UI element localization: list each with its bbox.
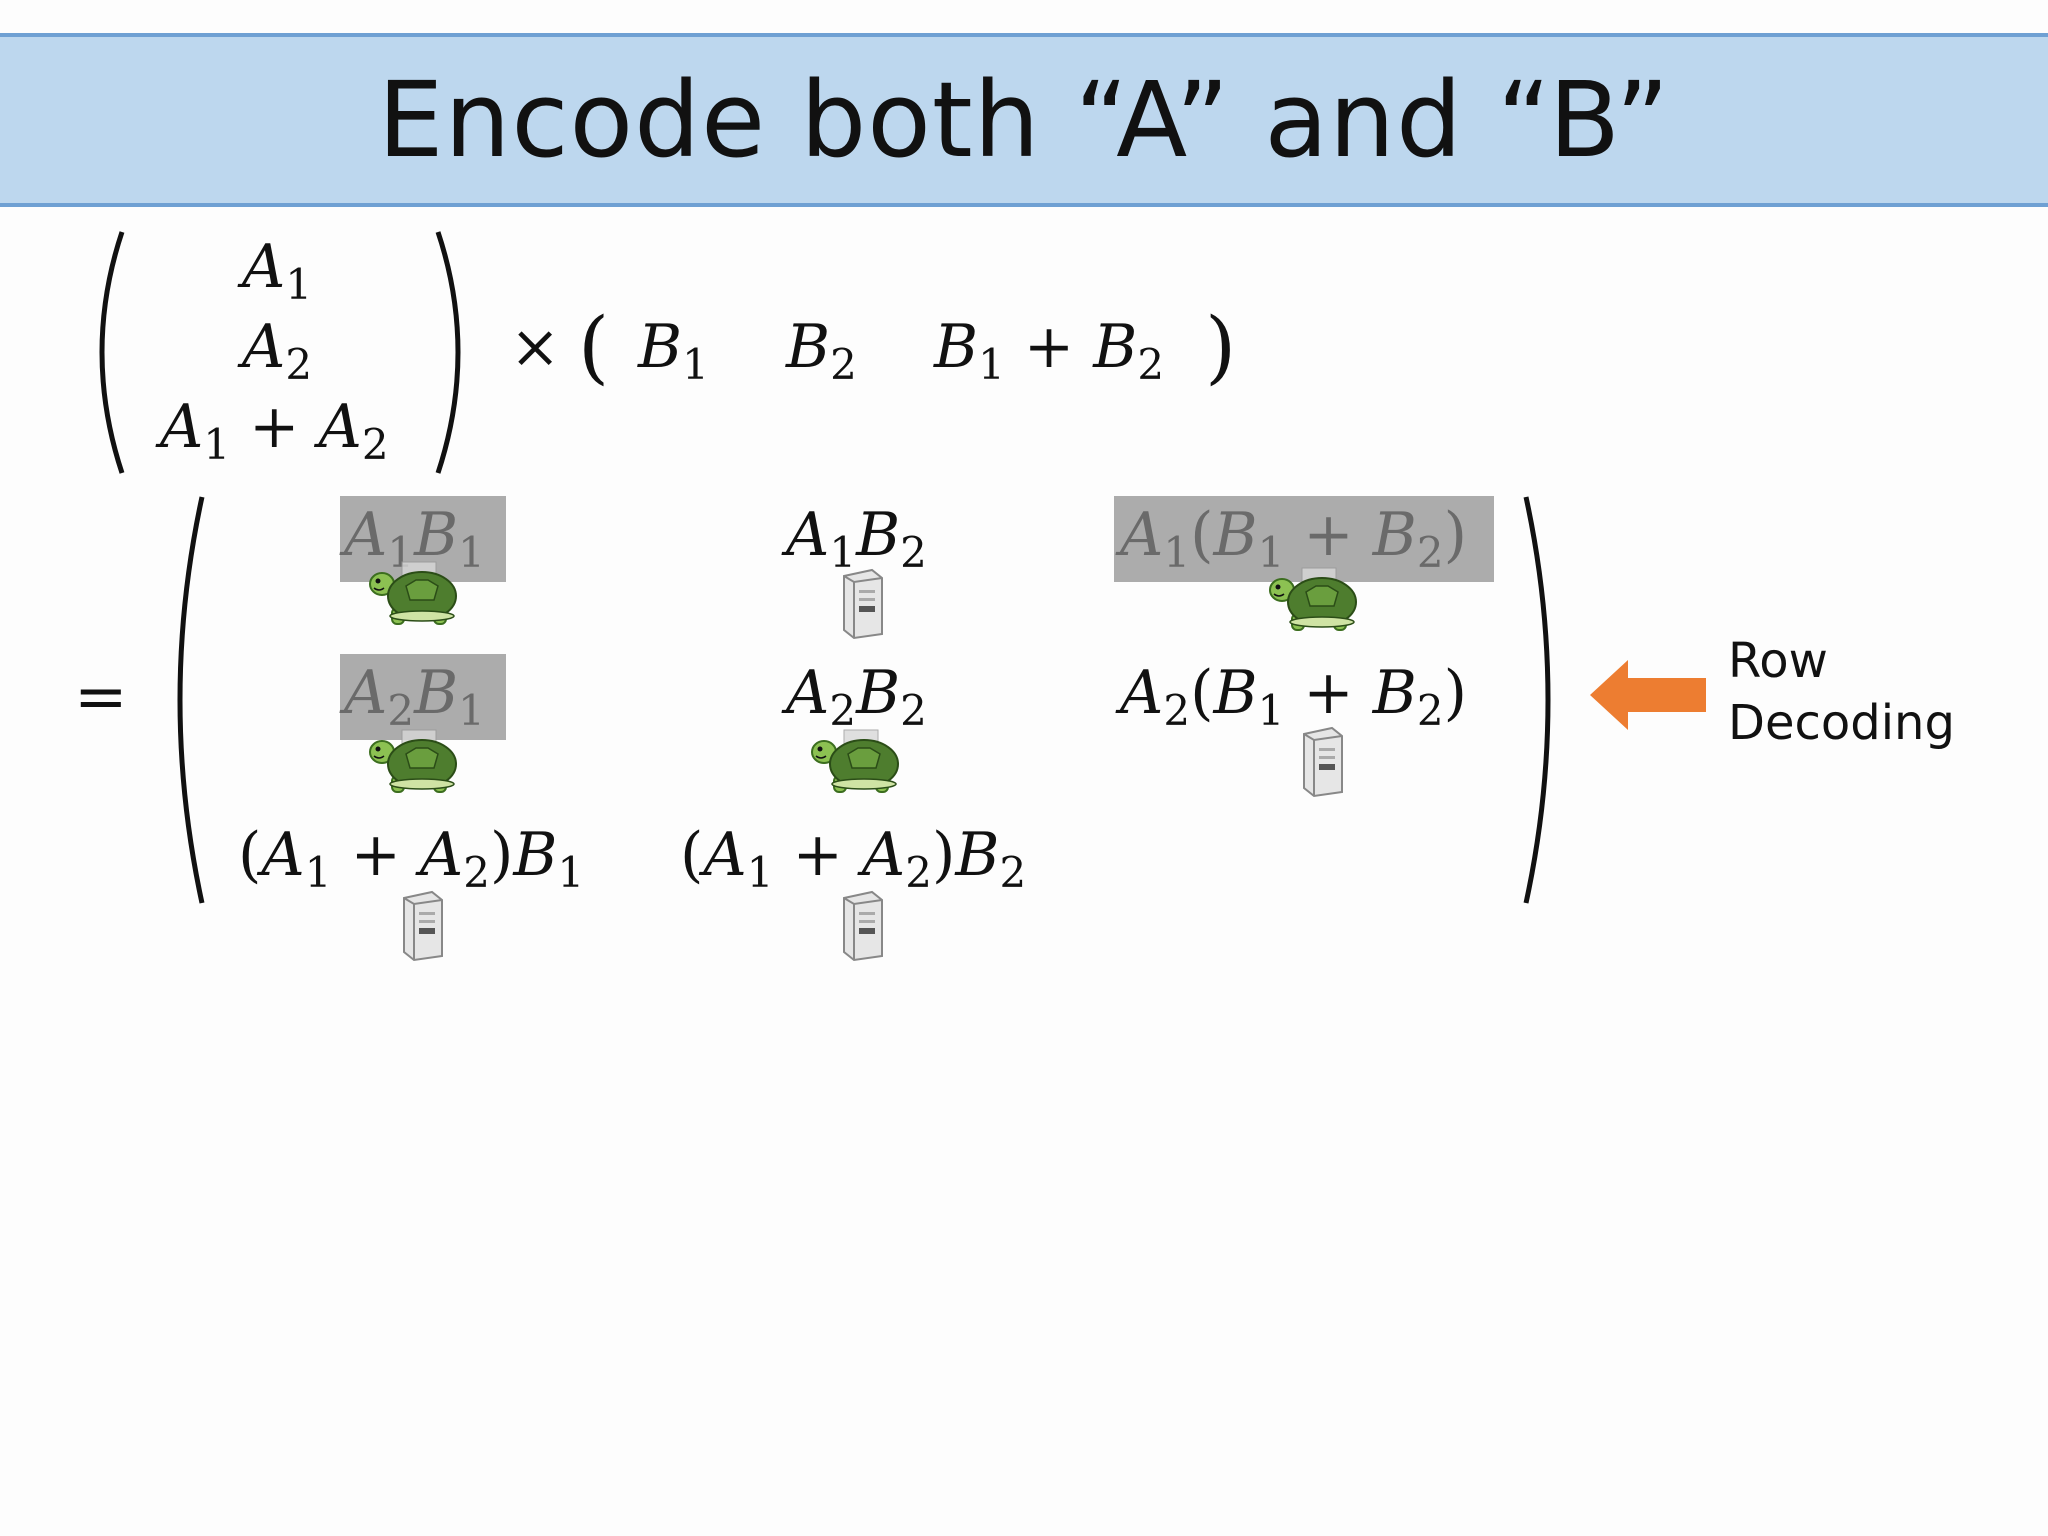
arrow-left-icon [1590, 660, 1706, 730]
cell-r1c3: A1(B1 + B2) [1120, 500, 1468, 577]
cell-r2c1: A2B1 [344, 658, 485, 735]
turtle-icon [811, 729, 899, 793]
right-paren-a-vector [435, 231, 461, 474]
server-icon [843, 890, 883, 962]
b-vector-entry-3: B1 + B2 [934, 312, 1165, 389]
row-decoding-line2: Decoding [1728, 695, 1955, 751]
cell-r1c2: A1B2 [786, 500, 927, 577]
a-vector-entry-1: A1 [242, 232, 313, 309]
row-decoding-line1: Row [1728, 633, 1828, 689]
b-vector-entry-2: B2 [786, 312, 857, 389]
cell-r2c3: A2(B1 + B2) [1120, 658, 1468, 735]
left-paren-result [177, 496, 205, 904]
a-vector-entry-3: A1 + A2 [160, 392, 389, 469]
left-paren-a-vector [99, 231, 125, 474]
cell-r3c1: (A1 + A2)B1 [238, 820, 585, 897]
turtle-icon [369, 729, 457, 793]
cell-r1c1: A1B1 [344, 500, 485, 577]
b-vector-left-paren: ( [578, 300, 610, 393]
b-vector-entry-1: B1 [638, 312, 709, 389]
slide-title: Encode both “A” and “B” [377, 59, 1671, 181]
cell-r2c2: A2B2 [786, 658, 927, 735]
row-decoding-label: Row Decoding [1728, 630, 1955, 754]
server-icon [1303, 726, 1343, 798]
turtle-icon [369, 561, 457, 625]
turtle-icon [1269, 567, 1357, 631]
equals-symbol: = [74, 660, 128, 734]
right-paren-result [1523, 496, 1551, 904]
server-icon [403, 890, 443, 962]
times-symbol: × [510, 312, 561, 382]
server-icon [843, 568, 883, 640]
title-bar: Encode both “A” and “B” [0, 33, 2048, 207]
a-vector-entry-2: A2 [242, 312, 313, 389]
b-vector-right-paren: ) [1205, 300, 1237, 393]
cell-r3c2: (A1 + A2)B2 [680, 820, 1027, 897]
highlight-r2c1 [340, 654, 506, 740]
